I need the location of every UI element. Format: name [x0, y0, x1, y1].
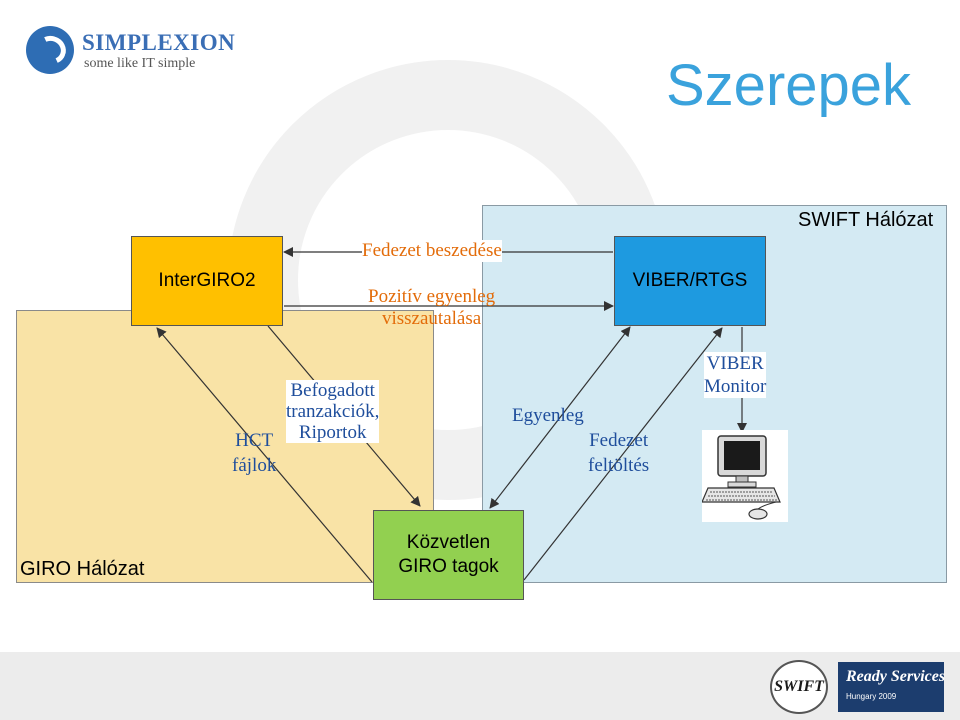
swift-logo-text: SWIFT — [774, 678, 824, 695]
befogadott-tranzakciok-label: Befogadott tranzakciók, Riportok — [286, 380, 380, 443]
logo-name: SIMPLEXION — [82, 30, 236, 55]
ready-services-text: Ready Services — [846, 668, 946, 685]
simplexion-logo: SIMPLEXION some like IT simple — [26, 26, 236, 80]
intergiro-label: InterGIRO2 — [158, 270, 256, 291]
egyenleg-label: Egyenleg — [512, 405, 584, 426]
hct-line2: fájlok — [232, 455, 277, 476]
arrow-hct-fajlok — [156, 327, 373, 583]
kozvetlen-label-line1: Közvetlen — [406, 532, 491, 553]
viber-rtgs-label: VIBER/RTGS — [632, 270, 748, 291]
hungary-text: Hungary 2009 — [846, 692, 897, 701]
intergiro-box: InterGIRO2 — [131, 236, 283, 326]
simplexion-logo-icon — [26, 26, 74, 74]
arrow-fedezet-feltoltes — [523, 327, 723, 581]
fedezet-line2: feltöltés — [588, 455, 650, 476]
arrow-egyenleg — [489, 326, 631, 509]
computer-icon — [701, 430, 788, 522]
pozitiv-line2: visszautalása — [381, 308, 482, 329]
befogadott-line3: Riportok — [298, 422, 367, 443]
fedezet-beszedese-label: Fedezet beszedése — [362, 240, 502, 262]
viber-monitor-line1: VIBER — [706, 353, 764, 374]
fedezet-line1: Fedezet — [589, 430, 649, 451]
viber-monitor-label: VIBER Monitor — [704, 352, 767, 398]
befogadott-line2: tranzakciók, — [286, 401, 380, 422]
fedezet-feltoltes-label: Fedezet feltöltés — [588, 428, 649, 478]
swift-logo: SWIFT — [770, 660, 828, 714]
kozvetlen-giro-tagok-box: Közvetlen GIRO tagok — [373, 510, 524, 600]
swift-network-label: SWIFT Hálózat — [798, 209, 934, 231]
giro-network-region — [16, 310, 434, 583]
kozvetlen-label-line2: GIRO tagok — [398, 556, 499, 577]
viber-rtgs-box: VIBER/RTGS — [614, 236, 766, 326]
logo-tagline: some like IT simple — [84, 56, 196, 71]
viber-monitor-line2: Monitor — [704, 376, 767, 397]
ready-services-badge: Ready Services Hungary 2009 — [838, 662, 946, 712]
pozitiv-line1: Pozitív egyenleg — [368, 286, 496, 307]
pozitiv-egyenleg-label: Pozitív egyenleg visszautalása — [368, 286, 495, 330]
hct-line1: HCT — [235, 430, 274, 451]
giro-network-label: GIRO Hálózat — [20, 558, 145, 580]
befogadott-line1: Befogadott — [290, 380, 375, 401]
page-title: Szerepek — [666, 53, 912, 118]
hct-fajlok-label: HCT fájlok — [232, 428, 276, 478]
